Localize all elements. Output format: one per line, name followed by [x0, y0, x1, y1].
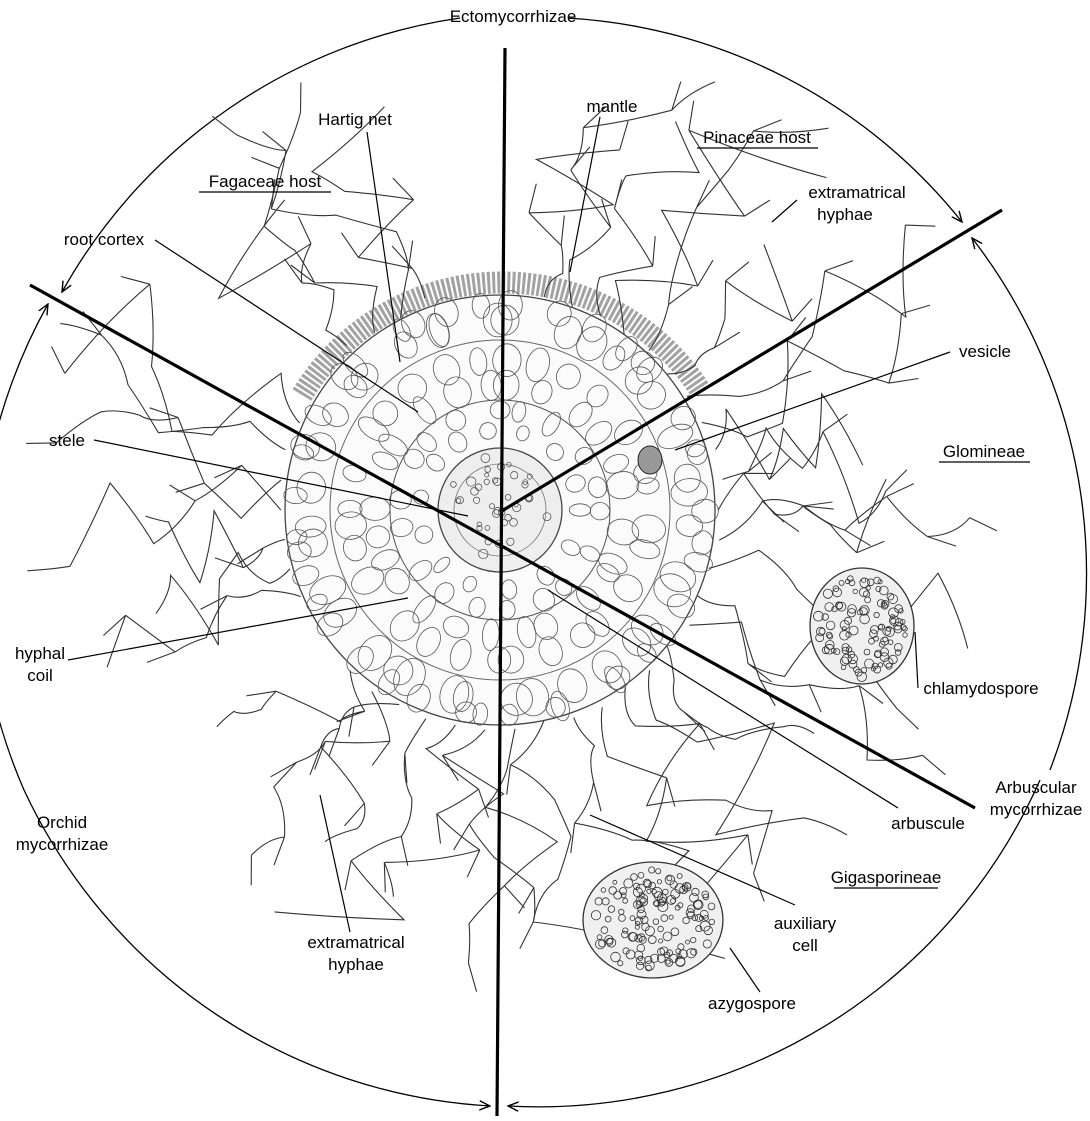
label-azygospore: azygospore: [708, 994, 796, 1013]
label-arbuscule: arbuscule: [891, 814, 965, 833]
label-pinaceae-host: Pinaceae host: [703, 128, 811, 147]
label-gigasporineae: Gigasporineae: [831, 868, 942, 887]
label-hyphal-coil-2: coil: [27, 666, 53, 685]
azygospore-drawing: [583, 862, 723, 978]
hypha-strand: [442, 730, 534, 920]
hypha-strand: [103, 590, 300, 667]
hypha-strand: [649, 120, 829, 351]
label-extramatrical-hyphae-top-1: extramatrical: [808, 183, 905, 202]
label-extramatrical-hyphae-bottom-1: extramatrical: [307, 933, 404, 952]
hypha-strand: [718, 473, 886, 552]
label-extramatrical-hyphae-top-2: hyphae: [817, 205, 873, 224]
hypha-strand: [52, 277, 300, 436]
label-orchid-mycorrhizae-1: Orchid: [37, 813, 87, 832]
label-hartig-net: Hartig net: [318, 110, 392, 129]
label-ectomycorrhizae: Ectomycorrhizae: [450, 7, 577, 26]
hypha-strand: [146, 511, 285, 583]
label-arbuscular-mycorrhizae-2: mycorrhizae: [990, 800, 1083, 819]
hypha-strand: [217, 671, 365, 727]
label-chlamydospore: chlamydospore: [923, 679, 1038, 698]
label-mantle: mantle: [586, 97, 637, 116]
hypha-strand: [212, 116, 412, 318]
label-glomineae: Glomineae: [943, 442, 1025, 461]
label-auxiliary-cell-2: cell: [792, 936, 818, 955]
vesicle-drawing: [638, 446, 662, 474]
hypha-strand: [156, 553, 290, 646]
chlamydospore-drawing: [810, 568, 914, 684]
hypha-strand: [384, 725, 488, 897]
hypha-strand: [719, 484, 997, 546]
label-vesicle: vesicle: [959, 342, 1011, 361]
label-orchid-mycorrhizae-2: mycorrhizae: [16, 835, 109, 854]
hypha-strand: [468, 729, 557, 992]
label-hyphal-coil-1: hyphal: [15, 644, 65, 663]
label-arbuscular-mycorrhizae-1: Arbuscular: [995, 778, 1077, 797]
label-auxiliary-cell-1: auxiliary: [774, 914, 837, 933]
label-fagaceae-host: Fagaceae host: [209, 172, 322, 191]
hypha-strand: [251, 692, 390, 886]
hypha-strand: [27, 465, 280, 570]
hypha-strand: [529, 121, 628, 297]
label-root-cortex: root cortex: [64, 230, 145, 249]
label-extramatrical-hyphae-bottom-2: hyphae: [328, 955, 384, 974]
hypha-strand: [716, 394, 863, 480]
label-stele: stele: [49, 431, 85, 450]
hypha-strand: [60, 312, 285, 450]
hypha-strand: [649, 670, 847, 835]
